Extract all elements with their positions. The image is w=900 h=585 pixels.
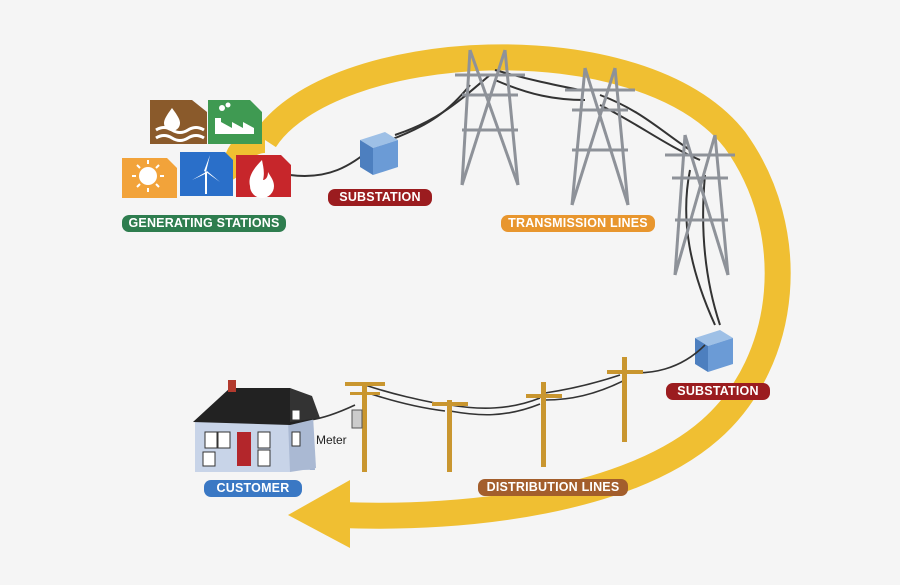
flame-icon	[236, 155, 291, 198]
customer-label: CUSTOMER	[204, 480, 302, 497]
factory-icon	[208, 100, 262, 144]
distribution-lines-label: DISTRIBUTION LINES	[478, 479, 628, 496]
customer-house	[193, 380, 320, 472]
substation-box-2	[695, 330, 733, 372]
substation-label-2: SUBSTATION	[666, 383, 770, 400]
transmission-tower-1	[455, 49, 525, 186]
utility-poles	[345, 357, 643, 472]
transmission-tower-3	[665, 134, 735, 276]
transmission-tower-2	[565, 67, 635, 206]
substation-box-1	[360, 132, 398, 175]
sun-icon	[122, 158, 177, 198]
arrow-head	[288, 480, 350, 548]
meter-device	[351, 409, 363, 429]
generating-stations-label: GENERATING STATIONS	[122, 215, 286, 232]
meter-label: Meter	[316, 433, 347, 447]
substation-label-1: SUBSTATION	[328, 189, 432, 206]
transmission-lines-label: TRANSMISSION LINES	[501, 215, 655, 232]
wind-turbine-icon	[180, 152, 233, 196]
hydro-icon	[150, 100, 207, 144]
